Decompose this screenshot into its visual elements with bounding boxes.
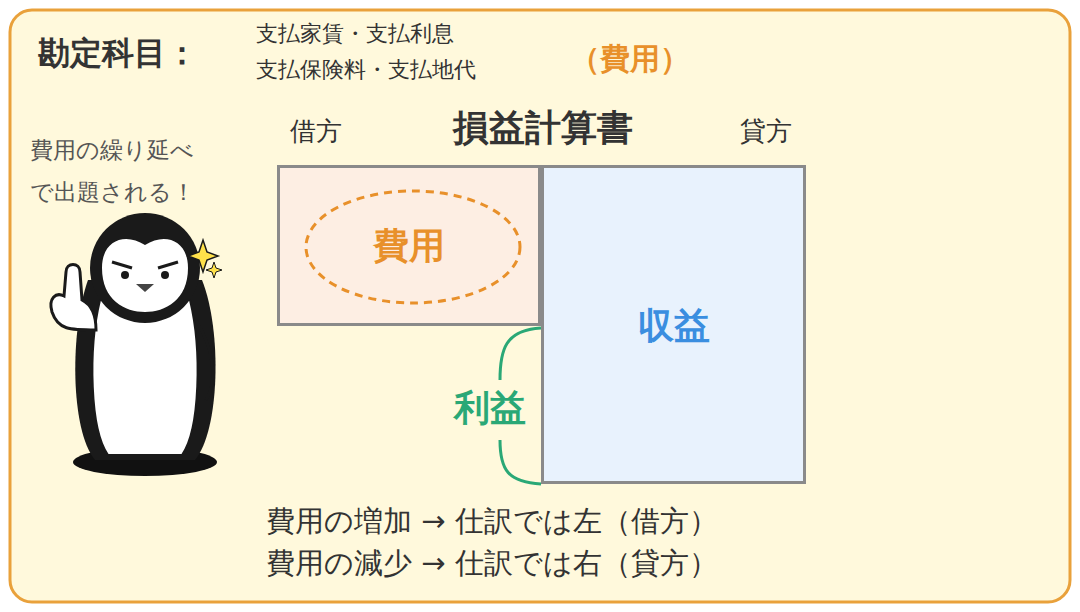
statement-title: 損益計算書 xyxy=(453,108,633,148)
title: 勘定科目： xyxy=(38,36,198,71)
speech-text: で出題される！ xyxy=(30,180,195,205)
box-label: 収益 xyxy=(638,306,710,346)
rule-text: 費用の減少 → 仕訳では右（貸方） xyxy=(266,548,718,580)
rule-text: 費用の増加 → 仕訳では左（借方） xyxy=(266,506,718,538)
account-list: 支払保険料・支払地代 xyxy=(256,58,476,82)
box-label: 費用 xyxy=(373,226,445,266)
profit-label: 利益 xyxy=(454,388,526,428)
category-label: （費用） xyxy=(570,42,690,75)
side-label: 借方 xyxy=(290,117,342,146)
speech-text: 費用の繰り延べ xyxy=(30,138,194,163)
expense-box: 費用 xyxy=(277,165,541,326)
side-label: 貸方 xyxy=(740,117,792,146)
account-list: 支払家賃・支払利息 xyxy=(256,22,454,46)
penguin-illustration xyxy=(51,213,222,476)
frame xyxy=(10,10,1070,602)
revenue-box: 収益 xyxy=(541,165,806,484)
